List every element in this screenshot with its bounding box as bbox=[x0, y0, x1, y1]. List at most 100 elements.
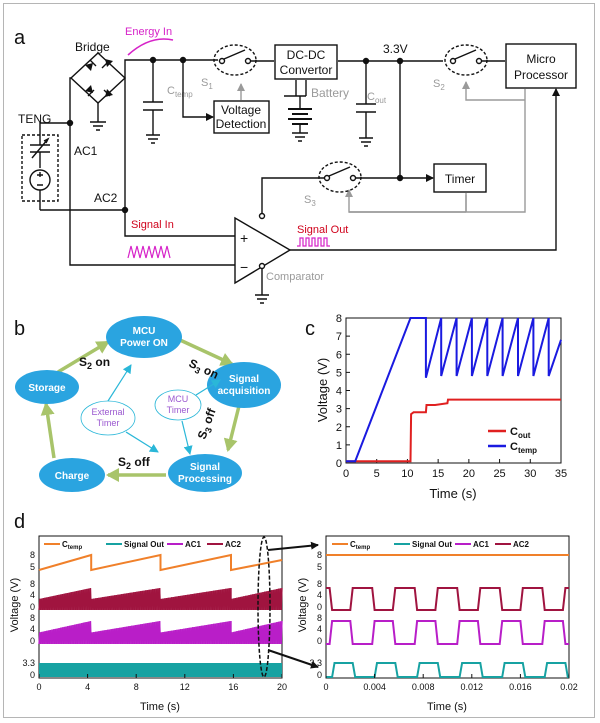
d-right-series-signal-out bbox=[326, 662, 569, 678]
panel-d-left-ylabel: Voltage (V) bbox=[9, 578, 21, 632]
panel-d-left-series bbox=[38, 553, 283, 677]
c-xtick-label: 30 bbox=[524, 468, 536, 480]
c-xtick-label: 35 bbox=[555, 468, 567, 480]
state-signal-acquisition-line2: acquisition bbox=[218, 386, 271, 397]
c-xtick-label: 25 bbox=[493, 468, 505, 480]
c-ytick-label: 3 bbox=[336, 404, 342, 416]
legend-right-ac1: AC1 bbox=[473, 540, 490, 549]
s1-switch-outline bbox=[213, 44, 257, 76]
d-right-ytick-5: 5 bbox=[317, 562, 322, 572]
d-right-series-ac2 bbox=[326, 587, 569, 611]
s2-switch-outline bbox=[444, 44, 488, 76]
d-left-ytick-ac2-8: 8 bbox=[30, 579, 35, 589]
state-charge-label: Charge bbox=[55, 471, 90, 482]
comparator-plus: + bbox=[240, 230, 248, 246]
mcu-timer-bubble bbox=[154, 389, 202, 421]
teng-label: TENG bbox=[18, 112, 51, 126]
c-xtick-label: 10 bbox=[401, 468, 413, 480]
s2-switch-blade bbox=[454, 49, 477, 60]
d-left-series-ctemp bbox=[38, 553, 283, 572]
d-xtick-label: 0.012 bbox=[461, 682, 484, 692]
s1-switch-blade bbox=[223, 49, 246, 60]
d-left-ytick-8a: 8 bbox=[30, 550, 35, 560]
panel-d-left-xlabel: Time (s) bbox=[140, 701, 180, 713]
comparator-label: Comparator bbox=[266, 271, 324, 283]
d-right-ytick-ac1-4: 4 bbox=[317, 624, 322, 634]
state-mcu-power-on-line2: Power ON bbox=[120, 338, 168, 349]
legend-left-signal: Signal Out bbox=[124, 540, 164, 549]
panel-d-left-legend: Ctemp Signal Out AC1 AC2 bbox=[44, 540, 242, 551]
d-left-ytick-5: 5 bbox=[30, 562, 35, 572]
c-ytick-label: 5 bbox=[336, 367, 342, 379]
d-left-series-ac2-fill bbox=[39, 588, 282, 610]
d-xtick-label: 0 bbox=[36, 682, 41, 692]
arrow-mcu-to-acquisition bbox=[179, 338, 234, 366]
c-xtick-label: 0 bbox=[343, 468, 349, 480]
d-left-ytick-ac1-8: 8 bbox=[30, 613, 35, 623]
state-signal-acquisition bbox=[207, 362, 281, 408]
panel-a-letter: a bbox=[14, 27, 26, 49]
d-left-ytick-33: 3.3 bbox=[22, 658, 35, 668]
d-xtick-label: 8 bbox=[134, 682, 139, 692]
legend-cout-label: Cout bbox=[510, 426, 531, 440]
d-left-ytick-ac1-4: 4 bbox=[30, 624, 35, 634]
mcu-timer-line2: Timer bbox=[167, 405, 190, 415]
dcdc-line2: Convertor bbox=[280, 63, 333, 77]
cout-label: Cout bbox=[367, 91, 387, 105]
legend-right-ac2: AC2 bbox=[513, 540, 530, 549]
c-xtick-label: 5 bbox=[374, 468, 380, 480]
c-xtick-label: 20 bbox=[463, 468, 475, 480]
rail-3v3-label: 3.3V bbox=[383, 42, 408, 56]
panel-d-right-series bbox=[326, 554, 569, 678]
d-right-ytick-8a: 8 bbox=[317, 550, 322, 560]
state-signal-processing-line1: Signal bbox=[190, 462, 220, 473]
figure-frame bbox=[3, 3, 595, 718]
d-xtick-label: 0 bbox=[323, 682, 328, 692]
label-s3-on: S3 on bbox=[186, 356, 221, 384]
battery-label: Battery bbox=[311, 86, 349, 100]
signal-in-label: Signal In bbox=[131, 219, 174, 231]
micro-processor-box bbox=[505, 43, 577, 89]
c-ytick-label: 7 bbox=[336, 331, 342, 343]
state-mcu-power-on-line1: MCU bbox=[133, 326, 156, 337]
panel-d-right-xlabel: Time (s) bbox=[427, 701, 467, 713]
comparator-minus: − bbox=[240, 259, 248, 275]
arrow-storage-to-mcu bbox=[57, 340, 110, 374]
energy-in-curve bbox=[127, 38, 174, 56]
c-series-ctemp bbox=[346, 317, 562, 463]
label-s3-off: S3 off bbox=[195, 406, 221, 442]
dcdc-box bbox=[274, 44, 338, 80]
panel-c-xlabel: Time (s) bbox=[429, 486, 476, 501]
ac1-label: AC1 bbox=[74, 144, 98, 158]
arrow-charge-to-storage bbox=[40, 402, 56, 459]
d-left-ytick-ac1-0: 0 bbox=[30, 636, 35, 646]
c-ytick-label: 1 bbox=[336, 440, 342, 452]
energy-in-label: Energy In bbox=[125, 26, 172, 38]
d-right-ytick-ac2-8: 8 bbox=[317, 579, 322, 589]
state-charge bbox=[39, 458, 105, 492]
d-xtick-label: 20 bbox=[277, 682, 287, 692]
timer-label: Timer bbox=[445, 172, 475, 186]
zoom-arrow-top bbox=[267, 541, 319, 551]
d-right-series-ac1 bbox=[326, 620, 569, 645]
ctemp-capacitor bbox=[143, 60, 163, 144]
label-s2-on: S2 on bbox=[79, 355, 110, 371]
d-left-ytick-ac2-0: 0 bbox=[30, 602, 35, 612]
d-xtick-label: 0.004 bbox=[363, 682, 386, 692]
external-timer-line1: External bbox=[91, 407, 124, 417]
panel-c-plot-frame bbox=[345, 317, 562, 464]
panel-c-series bbox=[346, 317, 562, 463]
zoom-region-ellipse bbox=[257, 536, 271, 678]
panel-d-right-ylabel: Voltage (V) bbox=[297, 578, 309, 632]
c-series-cout bbox=[346, 398, 561, 463]
signal-out-label: Signal Out bbox=[297, 224, 348, 236]
external-timer-line2: Timer bbox=[97, 418, 120, 428]
legend-right-signal: Signal Out bbox=[412, 540, 452, 549]
panel-d-right-legend: Ctemp Signal Out AC1 AC2 bbox=[332, 540, 530, 551]
d-right-ytick-sig-0: 0 bbox=[317, 670, 322, 680]
panel-c-ylabel: Voltage (V) bbox=[315, 358, 330, 422]
